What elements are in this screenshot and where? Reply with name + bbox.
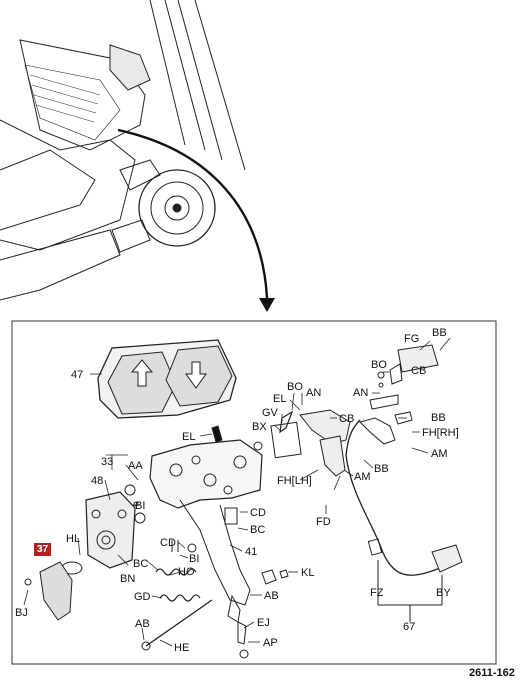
label-he: HE xyxy=(174,642,189,654)
sensor-assembly xyxy=(24,484,146,621)
label-cb: CB xyxy=(411,365,426,377)
label-bi: BI xyxy=(135,500,145,512)
label-bb: BB xyxy=(432,327,447,339)
label-bb: BB xyxy=(374,463,389,475)
label-fg: FG xyxy=(404,333,419,345)
label-el: EL xyxy=(182,431,195,443)
switch-bracket-group xyxy=(211,344,439,477)
label-hl: HL xyxy=(66,533,80,545)
label-am: AM xyxy=(431,448,448,460)
label-el: EL xyxy=(273,393,286,405)
label-ho: HO xyxy=(178,566,195,578)
label-an: AN xyxy=(353,387,368,399)
label-ab: AB xyxy=(135,618,150,630)
label-fh-lh: FH[LH] xyxy=(277,475,312,487)
label-bj: BJ xyxy=(15,607,28,619)
label-ej: EJ xyxy=(257,617,270,629)
label-bx: BX xyxy=(252,421,267,433)
pedal-bracket-casting xyxy=(149,439,289,623)
pedal-cable xyxy=(345,419,463,622)
callout-labels: 47 FG BB BO AN CB EL BO AN GV CB BB BX F… xyxy=(15,327,459,654)
label-48: 48 xyxy=(91,475,103,487)
label-by: BY xyxy=(436,587,451,599)
label-fd: FD xyxy=(316,516,331,528)
label-fz: FZ xyxy=(370,587,384,599)
label-aa: AA xyxy=(128,460,143,472)
label-bc: BC xyxy=(133,558,148,570)
callout-arrow xyxy=(117,128,275,312)
label-cd: CD xyxy=(250,507,266,519)
label-47: 47 xyxy=(71,369,83,381)
label-bo: BO xyxy=(287,381,303,393)
label-41: 41 xyxy=(245,546,257,558)
label-ap: AP xyxy=(263,637,278,649)
label-fh-rh: FH[RH] xyxy=(422,427,459,439)
diagram-reference-number: 2611-162 xyxy=(469,667,515,679)
highlighted-part-label: 37 xyxy=(34,543,51,556)
label-67: 67 xyxy=(403,621,415,633)
label-gv: GV xyxy=(262,407,279,419)
label-gd: GD xyxy=(134,591,151,603)
label-bi: BI xyxy=(189,553,199,565)
label-bo: BO xyxy=(371,359,387,371)
label-am: AM xyxy=(354,471,371,483)
label-an: AN xyxy=(306,387,321,399)
label-bn: BN xyxy=(120,573,135,585)
detail-frame xyxy=(11,320,497,665)
pedal-pad xyxy=(97,339,237,419)
label-kl: KL xyxy=(301,567,314,579)
label-cd: CD xyxy=(160,537,176,549)
label-ab: AB xyxy=(264,590,279,602)
truck-overview-illustration xyxy=(0,0,246,301)
leader-lines xyxy=(23,337,451,647)
label-33: 33 xyxy=(101,456,113,468)
label-cb: CB xyxy=(339,413,354,425)
label-bc: BC xyxy=(250,524,265,536)
label-bb: BB xyxy=(431,412,446,424)
